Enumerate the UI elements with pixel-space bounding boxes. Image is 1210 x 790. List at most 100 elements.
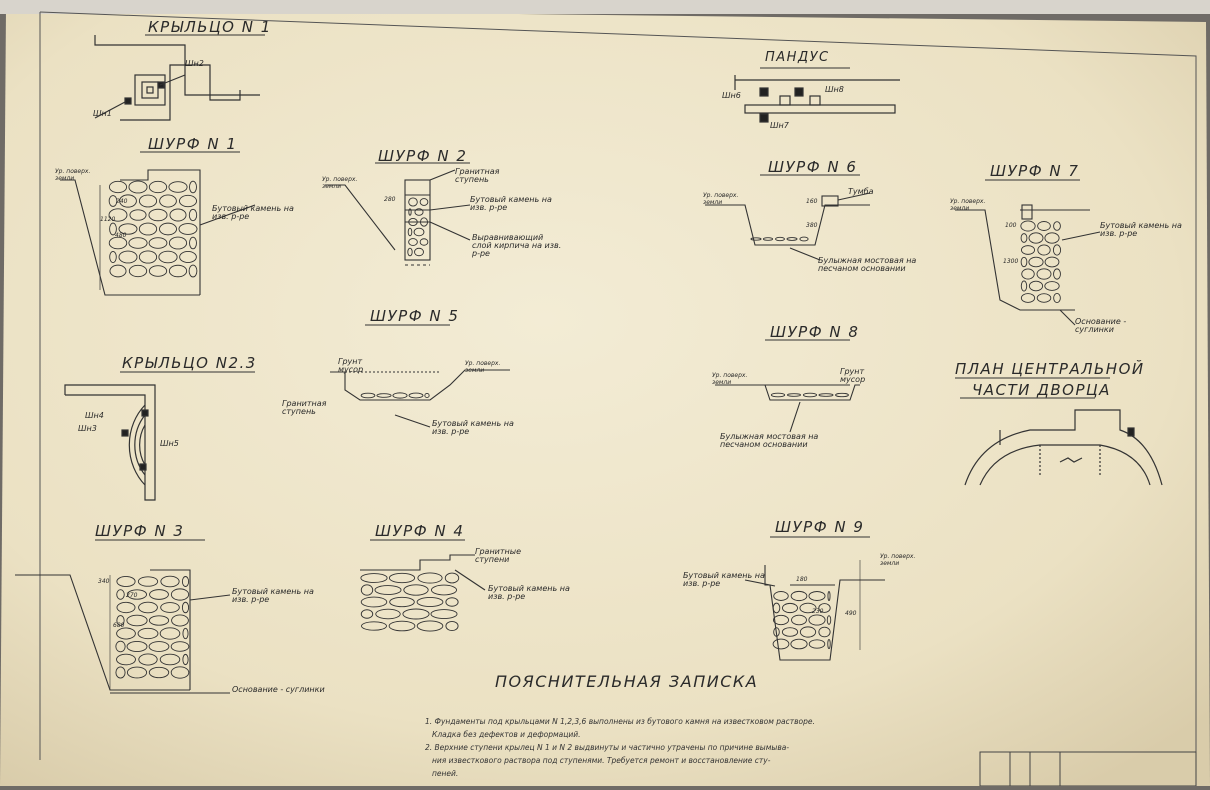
rubble-stone <box>159 653 181 666</box>
label-sh1: Шн1 <box>93 109 112 118</box>
pit9-rubble-label: Бутовый камень на изв. р-ре <box>683 571 765 588</box>
rubble-stone <box>109 251 117 263</box>
rubble-stone <box>148 641 170 652</box>
rubble-stone <box>115 666 126 679</box>
rubble-stone <box>360 596 388 608</box>
rubble-stone <box>782 602 798 614</box>
pit1-dim: 240 <box>116 198 128 205</box>
rubble-stone <box>414 208 424 216</box>
rubble-stone <box>170 666 190 679</box>
pit9-section <box>744 560 885 661</box>
label-sh2: Шн2 <box>185 59 204 68</box>
rubble-stone <box>126 666 148 679</box>
rubble-stone <box>137 627 159 640</box>
pit6-tumba-label: Тумба <box>848 187 874 196</box>
pit5-section <box>330 369 510 428</box>
rubble-stone <box>169 208 187 222</box>
pit3-base-label: Основание - суглинки <box>232 685 325 694</box>
pit1-dim: 1120 <box>100 216 116 223</box>
title-underlines <box>95 34 1110 541</box>
pit2-dim: 280 <box>384 196 396 203</box>
rubble-stone <box>392 392 408 399</box>
rubble-stone <box>1020 280 1028 292</box>
pit2-title: ШУРФ N 2 <box>378 147 468 165</box>
rubble-stone <box>799 626 817 638</box>
pit1-rubble-label: Бутовый камень на изв. р-ре <box>212 204 294 221</box>
rubble-stone <box>171 614 189 627</box>
rubble-stone <box>376 393 392 398</box>
pit3-dim: 270 <box>126 592 138 599</box>
rubble-stone <box>360 573 388 583</box>
rubble-stone <box>129 209 147 221</box>
pit6-cobble-label: Булыжная мостовая на песчаном основании <box>818 256 917 273</box>
pit4-rubble-label: Бутовый камень на изв. р-ре <box>488 584 570 601</box>
rubble-stone <box>148 237 168 249</box>
pit7-dim: 1300 <box>1003 258 1019 265</box>
label-sh7: Шн7 <box>770 121 789 130</box>
label-sh6: Шн6 <box>722 91 741 100</box>
rubble-stone <box>127 589 147 600</box>
paper <box>0 8 1210 786</box>
note-line-1: 1. Фундаменты под крыльцами N 1,2,3,6 вы… <box>425 717 815 726</box>
label-sh5: Шн5 <box>160 439 179 448</box>
rubble-stone <box>108 180 128 194</box>
pit3-section <box>15 569 231 694</box>
plan-title-1: ПЛАН ЦЕНТРАЛЬНОЙ <box>955 360 1145 378</box>
rubble-stone <box>1020 220 1036 232</box>
rubble-stone <box>773 591 789 601</box>
pit6-dim: 380 <box>806 222 818 229</box>
rubble-stone <box>1020 293 1036 303</box>
rubble-stone <box>772 602 781 614</box>
rubble-stone <box>818 393 834 397</box>
pit8-section <box>715 384 860 433</box>
pit8-soil-label: Грунт мусор <box>840 367 866 384</box>
rubble-stone <box>408 217 418 227</box>
rubble-stone <box>138 194 158 208</box>
note-title: ПОЯСНИТЕЛЬНАЯ ЗАПИСКА <box>495 672 759 691</box>
rubble-stone <box>189 236 197 250</box>
rubble-stone <box>148 666 170 679</box>
rubble-stone <box>128 180 148 194</box>
rubble-stone <box>128 237 148 249</box>
note-line-2: Кладка без дефектов и деформаций. <box>432 730 581 739</box>
rubble-stone <box>1020 256 1028 268</box>
pit8-ground-level: Ур. поверх. земли <box>712 372 748 386</box>
pit4-section <box>360 554 486 591</box>
porch23-title: КРЫЛЬЦО N2.3 <box>122 354 257 372</box>
rubble-stone <box>108 195 118 207</box>
pit1-dim: 480 <box>115 232 127 239</box>
rubble-stone <box>416 620 444 632</box>
rubble-stone <box>137 576 159 587</box>
rubble-stone <box>178 223 198 235</box>
rubble-stone <box>182 627 189 640</box>
rubble-stone <box>118 223 138 235</box>
rubble-stone <box>108 236 128 250</box>
rubble-stone <box>181 576 190 587</box>
rubble-stone <box>159 222 177 236</box>
rubble-stone <box>408 238 418 246</box>
rubble-stone <box>791 614 807 626</box>
rubble-stone <box>149 589 169 600</box>
pit9-ground-level: Ур. поверх. земли <box>880 553 916 567</box>
pit2-rubble-label: Бутовый камень на изв. р-ре <box>470 195 552 212</box>
rubble-stone <box>168 236 188 250</box>
rubble-stone <box>360 392 376 399</box>
rubble-stone <box>1037 221 1051 231</box>
rubble-stone <box>1028 280 1044 292</box>
rubble-stone <box>1020 233 1028 243</box>
rubble-stone <box>1044 232 1060 244</box>
rubble-stone <box>445 620 459 632</box>
rubble-stone <box>159 627 181 640</box>
rubble-stone <box>786 393 802 397</box>
rubble-stone <box>109 264 127 278</box>
rubble-stone <box>361 621 387 631</box>
rubble-stone <box>138 653 158 666</box>
note-line-3: 2. Верхние ступени крылец N 1 и N 2 выдв… <box>425 743 790 752</box>
rubble-stone <box>773 627 780 637</box>
rubble-stone <box>818 603 831 613</box>
rubble-stone <box>119 194 137 208</box>
rubble-stone <box>126 641 148 652</box>
rubble-stone <box>181 601 190 614</box>
rubble-stone <box>775 236 785 242</box>
rubble-stone <box>1052 244 1062 256</box>
